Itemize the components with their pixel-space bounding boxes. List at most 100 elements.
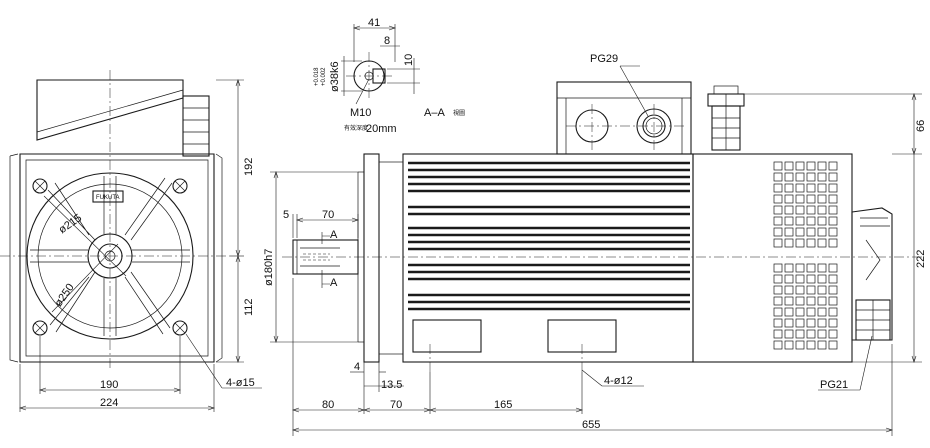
pcd-inner-label: ø215 (57, 212, 84, 236)
vent-cell (773, 216, 783, 226)
vent-cell (828, 227, 838, 237)
vent-cell (817, 274, 827, 284)
vent-cell (773, 285, 783, 295)
vent-cell (773, 307, 783, 317)
vent-cell (806, 274, 816, 284)
vent-cell (784, 340, 794, 350)
vent-cell (828, 285, 838, 295)
vent-cell (784, 296, 794, 306)
vent-cell (773, 318, 783, 328)
thread-label: M10 (350, 107, 371, 119)
front-mount-hole-bl (32, 320, 48, 336)
base-165-label: 165 (494, 399, 512, 411)
vent-cell (806, 183, 816, 193)
vent-cell (784, 285, 794, 295)
front-flange-square (19, 153, 215, 363)
vent-cell (773, 161, 783, 171)
vent-cell (795, 205, 805, 215)
vent-cell (795, 227, 805, 237)
vent-cell (795, 263, 805, 273)
shaft-section-detail: 41 8 10 +0.018 +0.002 ø38k6 M10 有效深度 20m… (314, 17, 465, 135)
front-mount-holes-label: 4-ø15 (226, 377, 255, 389)
vent-cell (828, 194, 838, 204)
side-mount-holes-label: 4-ø12 (604, 375, 633, 387)
front-height-upper-label: 192 (243, 158, 255, 176)
vent-cell (784, 183, 794, 193)
section-mark-bottom: A (330, 277, 338, 289)
base-70-label: 70 (390, 399, 402, 411)
vent-cell (806, 318, 816, 328)
vent-cell (784, 238, 794, 248)
shaft-tol-upper-label: +0.018 (314, 67, 320, 86)
vent-cell (806, 172, 816, 182)
vent-cell (817, 238, 827, 248)
flange-thickness-label: 4 (354, 361, 360, 373)
shaft-shoulder-label: 5 (283, 209, 289, 221)
vent-cell (817, 194, 827, 204)
vent-cell (828, 329, 838, 339)
thread-depth-text: 有效深度 (344, 124, 368, 132)
pcd-outer-label: ø250 (53, 282, 77, 309)
vent-cell (795, 238, 805, 248)
vent-cell (828, 216, 838, 226)
vent-cell (773, 183, 783, 193)
side-terminal-box (556, 81, 692, 155)
key-depth-label: 8 (384, 35, 390, 47)
vent-cell (817, 340, 827, 350)
vent-cell (795, 194, 805, 204)
brand-logo-plate (92, 190, 124, 203)
vent-cell (828, 263, 838, 273)
vent-cell (773, 263, 783, 273)
vent-cell (828, 307, 838, 317)
vent-cell (828, 238, 838, 248)
vent-cell (817, 263, 827, 273)
vent-cell (773, 296, 783, 306)
vent-cell (784, 205, 794, 215)
vent-cell (784, 329, 794, 339)
vent-cell (828, 205, 838, 215)
overall-length-label: 655 (582, 419, 600, 431)
section-label: A–A (424, 107, 445, 119)
vent-cell (828, 161, 838, 171)
side-rear-connector (851, 207, 893, 341)
vent-cell (795, 172, 805, 182)
vent-cell (773, 194, 783, 204)
front-mount-hole-tr (172, 178, 188, 194)
front-spokes (30, 176, 190, 336)
vent-cell (795, 274, 805, 284)
vent-cell (773, 274, 783, 284)
vent-cell (784, 194, 794, 204)
vent-cell (784, 307, 794, 317)
vent-cell (806, 329, 816, 339)
vent-cell (828, 183, 838, 193)
vent-cell (806, 263, 816, 273)
brand-logo-text: FUKUTA (96, 195, 120, 201)
key-slot-label: 10 (403, 54, 415, 66)
vent-cell (784, 227, 794, 237)
vent-cell (784, 274, 794, 284)
vent-cell (795, 340, 805, 350)
front-mount-hole-tl (32, 178, 48, 194)
front-cable-gland (182, 95, 210, 157)
front-height-lower-label: 112 (243, 298, 255, 316)
vent-cell (795, 285, 805, 295)
gland-top-label: PG29 (590, 53, 618, 65)
vent-cell (806, 307, 816, 317)
vent-cell (806, 161, 816, 171)
front-mount-hole-br (172, 320, 188, 336)
vent-cell (817, 285, 827, 295)
vent-cell (773, 172, 783, 182)
vent-cell (806, 194, 816, 204)
flange-offset-label: 13.5 (381, 379, 402, 391)
vent-cell (773, 340, 783, 350)
key-width-label: 41 (368, 17, 380, 29)
vent-cell (773, 329, 783, 339)
vent-cell (795, 307, 805, 317)
side-flange (363, 153, 380, 363)
vent-cell (795, 318, 805, 328)
vent-cell (817, 296, 827, 306)
vent-cell (806, 285, 816, 295)
vent-cell (795, 296, 805, 306)
vent-cell (784, 318, 794, 328)
